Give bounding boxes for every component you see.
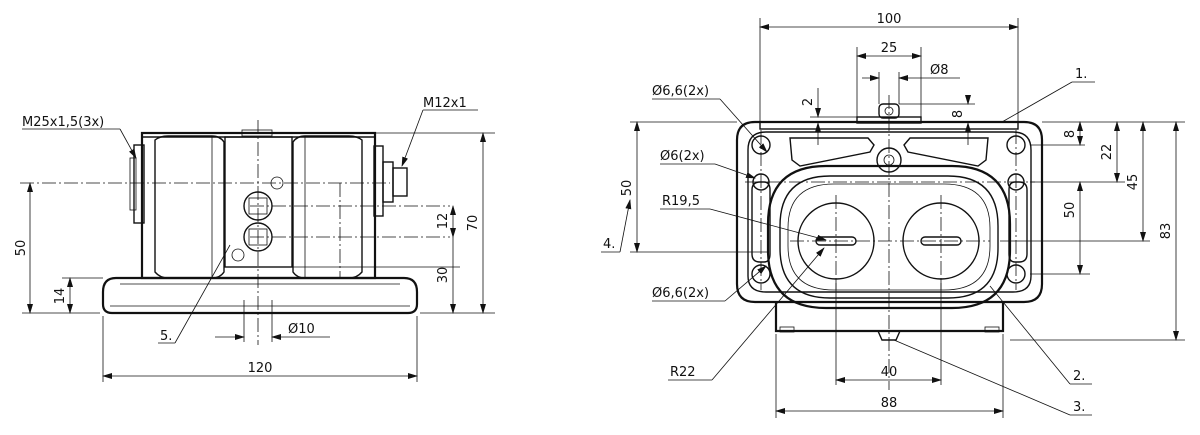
flange-plate — [735, 120, 1044, 304]
label-d66-bot: Ø6,6(2x) — [652, 286, 709, 301]
dim-8right-text: 8 — [1063, 130, 1078, 138]
center-plate — [224, 136, 293, 268]
dim-83-text: 83 — [1159, 223, 1174, 240]
dim-50-text: 50 — [14, 240, 29, 257]
label-part5-leader — [174, 244, 231, 344]
oval-window-gasket — [787, 183, 991, 291]
label-part3-leader — [893, 339, 1071, 416]
label-m25: M25x1,5(3x) — [22, 115, 104, 130]
dim-50right-text: 50 — [1063, 202, 1078, 219]
label-part1-leader — [1001, 81, 1073, 123]
left-cam — [789, 137, 875, 167]
oval-window-outer — [766, 164, 1012, 310]
label-part1: 1. — [1075, 67, 1087, 82]
dim-2-text: 2 — [801, 98, 816, 106]
left-gland — [133, 144, 145, 224]
dim-100-text: 100 — [877, 12, 902, 27]
dim-70-text: 70 — [466, 215, 481, 232]
dim-120-text: 120 — [248, 361, 273, 376]
right-view: 100 25 Ø8 2 8 8 50 22 — [601, 12, 1185, 418]
flange-inner — [747, 131, 1032, 293]
label-m25-leader — [119, 128, 137, 159]
label-d6: Ø6(2x) — [660, 149, 705, 164]
label-r22: R22 — [670, 365, 696, 380]
dim-d8-text: Ø8 — [930, 63, 949, 78]
m12-nut — [382, 161, 394, 203]
lower-body — [774, 302, 1005, 333]
label-m12-leader — [401, 109, 424, 167]
dim-50left-text: 50 — [620, 180, 635, 197]
main-body — [140, 131, 377, 280]
dim-25-text: 25 — [881, 41, 898, 56]
dim-14-text: 14 — [53, 288, 68, 305]
dim-8top-text: 8 — [951, 110, 966, 118]
lower-foot-right — [984, 326, 1000, 333]
label-part2-leader — [989, 285, 1071, 385]
dim-22-text: 22 — [1100, 144, 1115, 161]
label-d6-leader — [714, 163, 756, 179]
base-plate — [101, 276, 419, 315]
dim-12-text: 12 — [436, 213, 451, 230]
label-r195: R19,5 — [662, 194, 700, 209]
m12-connector — [392, 167, 408, 197]
label-r195-leader — [709, 208, 827, 241]
label-part3: 3. — [1073, 400, 1085, 415]
lower-foot-left — [779, 326, 795, 333]
label-part5: 5. — [160, 329, 172, 344]
left-gland-cap — [129, 157, 137, 211]
right-groove — [1008, 181, 1028, 263]
label-d66-top: Ø6,6(2x) — [652, 84, 709, 99]
left-housing — [154, 135, 225, 279]
dim-30-text: 30 — [436, 267, 451, 284]
label-part4-leader — [619, 199, 632, 253]
oval-window-inner — [779, 175, 999, 299]
label-part4: 4. — [603, 237, 615, 252]
dim-d10-text: Ø10 — [288, 322, 315, 337]
right-cam — [903, 137, 989, 167]
dim-40-text: 40 — [881, 365, 898, 380]
center-top-cap — [241, 129, 273, 137]
small-hole-bottom — [231, 248, 245, 262]
left-view: 120 50 14 12 30 70 Ø10 M25x1,5(3x) M12x1 — [14, 96, 495, 382]
label-m12: M12x1 — [423, 96, 467, 111]
dim-45-text: 45 — [1126, 174, 1141, 191]
dim-88-text: 88 — [881, 396, 898, 411]
label-part2: 2. — [1073, 369, 1085, 384]
right-housing — [292, 135, 363, 279]
label-d66-top-leader — [719, 98, 768, 153]
label-d66-bot-leader — [724, 265, 767, 302]
label-r22-leader — [711, 247, 825, 381]
